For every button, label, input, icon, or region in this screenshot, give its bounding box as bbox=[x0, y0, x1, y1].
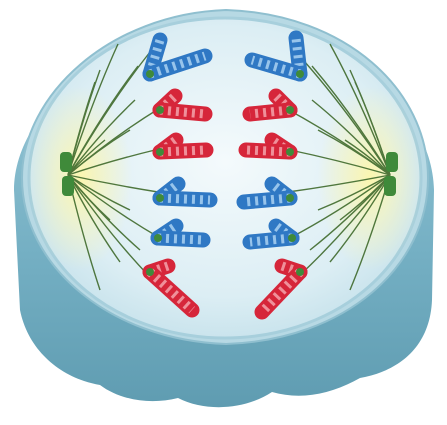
mitosis-anaphase-diagram bbox=[0, 0, 447, 425]
